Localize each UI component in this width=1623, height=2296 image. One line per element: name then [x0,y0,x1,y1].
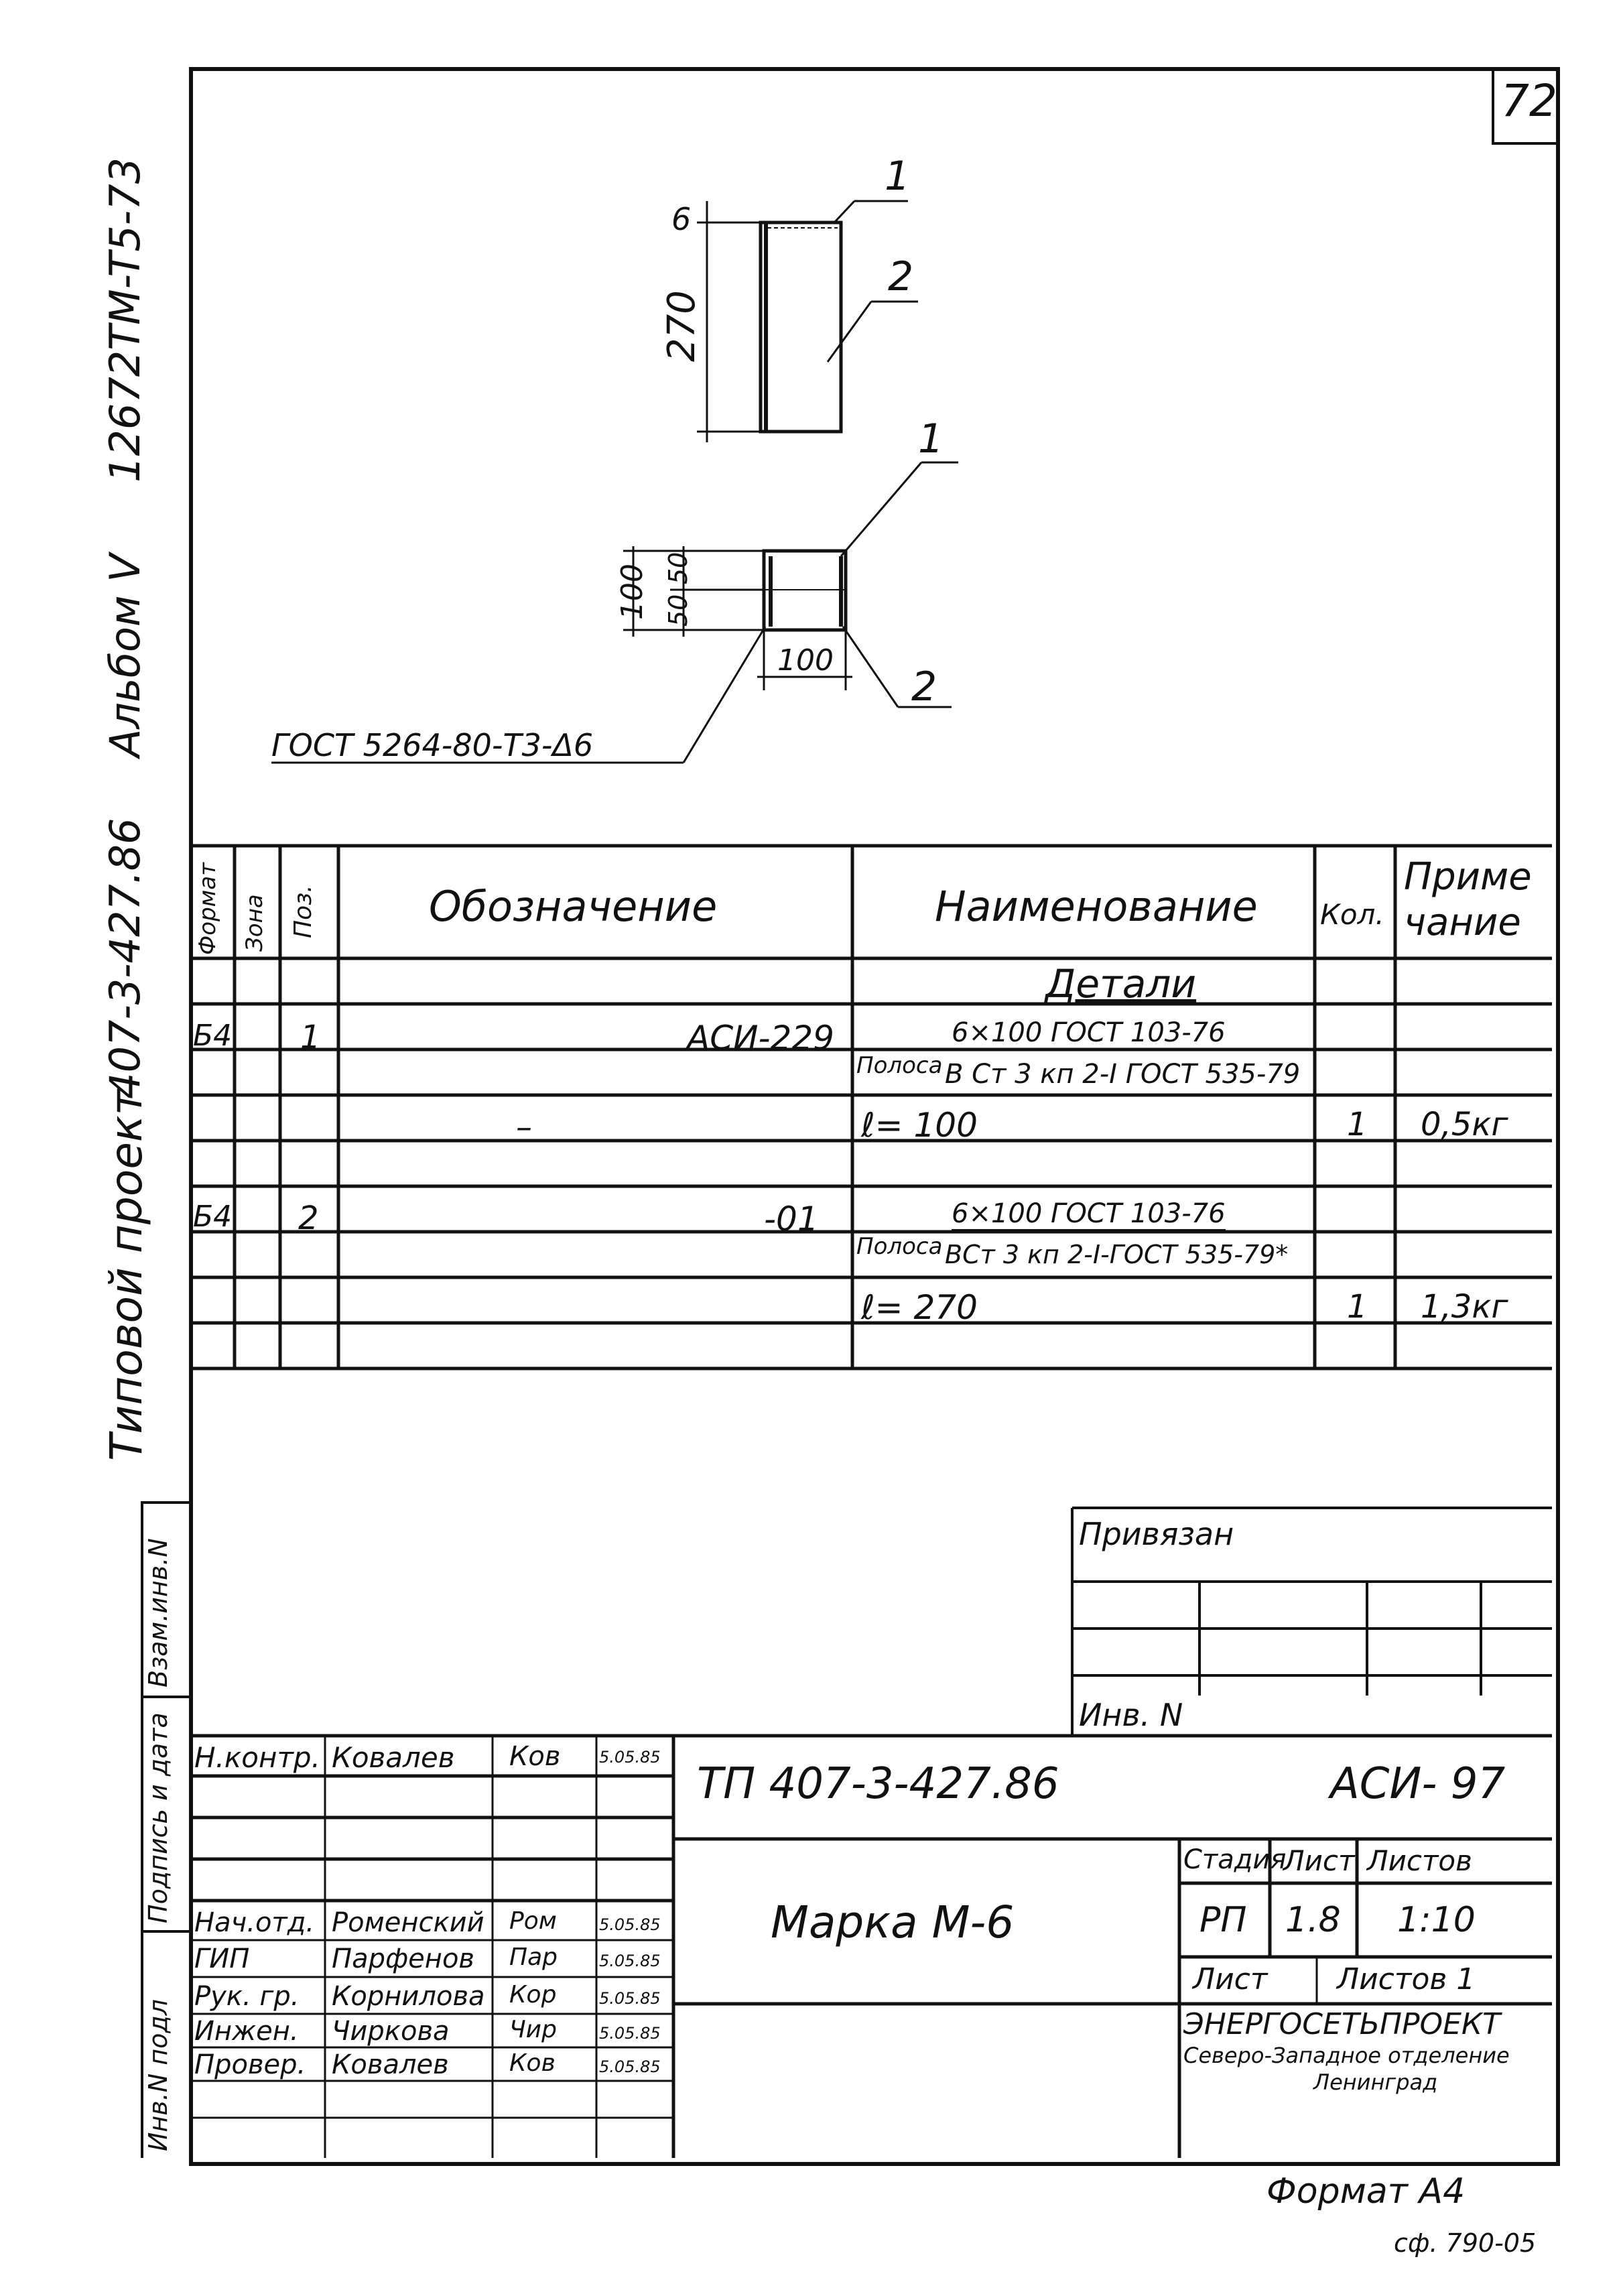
hdr-designation: Обозначение [429,882,718,931]
sheet-value: 1.8 [1285,1900,1341,1940]
sheet-label: Лист [1283,1844,1355,1877]
format-note: Формат А4 [1267,2171,1466,2212]
org-name: ЭНЕРГОСЕТЬПРОЕКТ [1183,2007,1501,2041]
row2-note: 0,5кг [1421,1106,1508,1143]
sig5-sig: Чир [509,2016,557,2043]
sig1-name: Ковалев [332,1741,455,1774]
sig2-date: 5.05.85 [599,1915,661,1934]
sig1-role: Н.контр. [194,1741,320,1774]
view2-dim-half-a: 50 [663,594,693,627]
scale-value: 1:10 [1397,1900,1476,1940]
sig6-sig: Ков [509,2049,556,2077]
view2-dim-width: 100 [777,643,834,678]
sheets-label: Листов [1367,1844,1472,1877]
view2-pos1: 1 [918,416,944,462]
org-city: Ленинград [1313,2069,1438,2095]
sheet-frame [189,67,1560,2166]
bound-label: Привязан [1079,1516,1234,1552]
side-stamp-div2 [141,1930,189,1933]
sig6-date: 5.05.85 [599,2057,661,2076]
row1-pos: 1 [300,1019,321,1056]
hdr-note-1: Приме [1404,855,1532,899]
row3-designation: -01 [764,1200,819,1238]
row1-name-prefix: Полоса [856,1052,943,1079]
row3-name-bottom: ВСт 3 кп 2-I-ГОСТ 535-79* [945,1240,1289,1269]
row4-qty: 1 [1347,1288,1368,1326]
sig4-name: Корнилова [332,1981,485,2012]
sig6-role: Провер. [194,2049,306,2080]
spec-section: Детали [1045,961,1197,1007]
row2-designation: – [516,1108,532,1146]
row1-format: Б4 [193,1019,233,1053]
view1-dim-thick: 6 [671,201,692,237]
doc-title: Марка М-6 [771,1897,1015,1948]
sig2-role: Нач.отд. [194,1907,315,1938]
sheet-label2: Лист [1193,1962,1268,1996]
side-stamp-top [141,1501,189,1504]
row2-qty: 1 [1347,1106,1368,1143]
sig1-date: 5.05.85 [599,1748,661,1767]
row3-name-prefix: Полоса [856,1233,943,1260]
sig3-date: 5.05.85 [599,1952,661,1970]
stage-label: Стадия [1183,1844,1287,1875]
copy-note: сф. 790-05 [1394,2228,1537,2258]
view1-pos1: 1 [885,153,911,200]
row3-name-top: 6×100 ГОСТ 103-76 [952,1198,1226,1231]
hdr-format: Формат [194,863,221,955]
side-stamp-div1 [141,1696,189,1698]
sig3-name: Парфенов [332,1943,474,1974]
stage-value: РП [1199,1900,1247,1940]
sig2-sig: Ром [509,1907,557,1935]
sig4-sig: Кор [509,1981,557,2008]
sig2-name: Роменский [332,1907,484,1938]
row3-format: Б4 [193,1200,233,1234]
sig3-sig: Пар [509,1943,558,1971]
bound-inv: Инв. N [1079,1697,1183,1733]
doc-code: ТП 407-3-427.86 [697,1759,1059,1809]
sig4-role: Рук. гр. [194,1981,300,2012]
view2-dim-total: 100 [615,564,649,620]
sig5-role: Инжен. [194,2016,299,2047]
row2-name: ℓ= 100 [861,1106,978,1145]
row1-name-top: 6×100 ГОСТ 103-76 [952,1017,1226,1050]
sig5-name: Чиркова [332,2016,450,2047]
side-stamp-left [141,1501,143,2158]
hdr-name: Наименование [935,882,1258,931]
row1-designation: АСИ-229 [687,1019,834,1058]
weld-note: ГОСТ 5264-80-Т3-Δ6 [271,727,594,763]
sheet-number-underline [1492,142,1556,145]
sheet-number: 72 [1501,75,1557,127]
org-branch: Северо-Западное отделение [1183,2043,1510,2068]
sig1-sig: Ков [509,1741,561,1772]
view1-pos2: 2 [888,253,914,300]
sig3-role: ГИП [194,1943,250,1974]
row1-name-bottom: В Ст 3 кп 2-I ГОСТ 535-79 [945,1059,1301,1090]
row3-pos: 2 [298,1200,319,1237]
row4-name: ℓ= 270 [861,1288,978,1327]
hdr-qty: Кол. [1320,898,1384,931]
view2-pos2: 2 [911,663,937,710]
hdr-pos: Поз. [289,885,317,938]
hdr-note-2: чание [1404,901,1521,944]
sig5-date: 5.05.85 [599,2024,661,2043]
row4-note: 1,3кг [1421,1288,1508,1326]
hdr-zone: Зона [241,894,268,952]
sig6-name: Ковалев [332,2049,449,2080]
sheet-number-divider [1492,67,1494,144]
view2-dim-half-b: 50 [663,552,693,584]
view1-dim-length: 270 [660,290,704,362]
sheets-label2: Листов 1 [1337,1962,1476,1996]
sig4-date: 5.05.85 [599,1989,661,2008]
doc-mark: АСИ- 97 [1330,1759,1506,1809]
